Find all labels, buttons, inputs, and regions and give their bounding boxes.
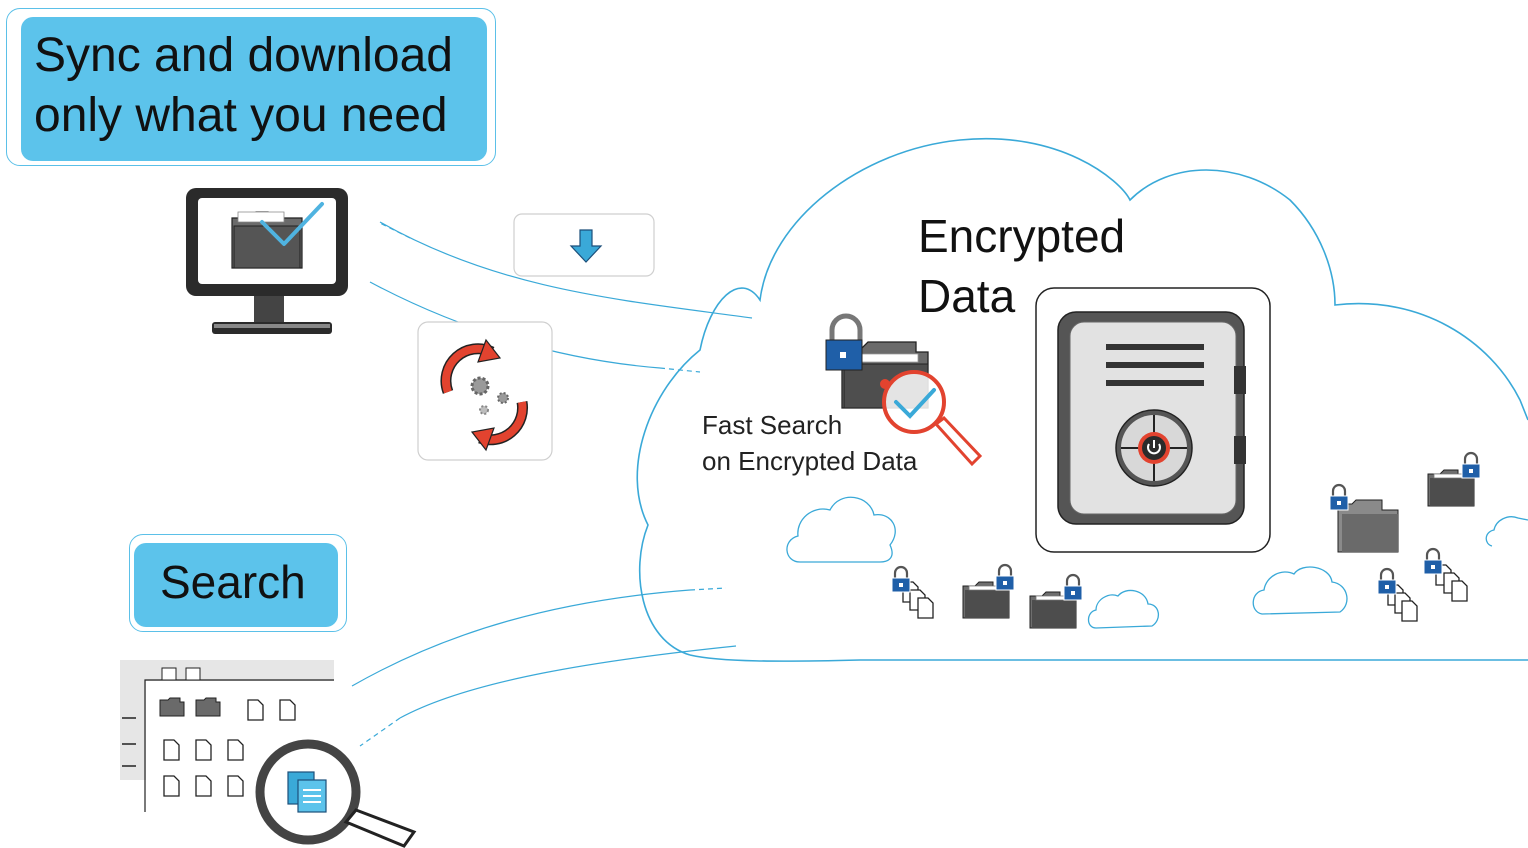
locked-folder-icon-3 [1328,483,1399,553]
small-cloud-3 [1252,566,1348,615]
connector-monitor-to-cloud-dash [659,367,701,373]
connector-search-to-cloud [351,589,691,687]
small-cloud-4 [1485,516,1528,547]
sync-callout-line-2: only what you need [34,89,448,142]
download-arrow-icon [513,213,655,277]
small-cloud-1 [786,496,896,563]
monitor-folder-check-icon [186,188,348,334]
cloud-outline-bottom [689,654,1528,662]
search-callout [129,534,347,632]
cloud-outline [636,137,1528,656]
locked-docs-icon-3 [1422,547,1468,602]
connector-cloud-to-monitor-dash [377,221,411,239]
safe-vault-icon [1035,287,1271,553]
fast-search-label-line-2: on Encrypted Data [702,446,918,476]
search-callout-fill [134,543,338,627]
connector-cloud-to-search [399,645,737,719]
search-callout-label: Search [160,556,306,608]
cloud-title-line-1: Encrypted [918,210,1126,262]
small-cloud-2 [1087,589,1159,629]
locked-folder-icon-2 [1029,573,1084,629]
cloud-title-line-2: Data [918,270,1016,322]
locked-folder-icon-4 [1427,451,1482,507]
locked-docs-icon-2 [1376,567,1418,622]
file-browser-search-icon [120,660,417,848]
connector-cloud-to-search-dash [359,717,401,747]
locked-docs-icon-1 [890,565,934,619]
fast-search-label-line-1: Fast Search [702,410,843,440]
connector-search-to-cloud-dash [689,587,727,591]
sync-gears-icon [417,321,553,461]
locked-folder-magnifier-icon [825,313,983,467]
connector-cloud-to-monitor [379,221,753,319]
sync-callout-fill [21,17,487,161]
sync-callout [6,8,496,166]
locked-folder-icon-1 [962,563,1016,619]
sync-callout-line-1: Sync and download [34,29,453,82]
